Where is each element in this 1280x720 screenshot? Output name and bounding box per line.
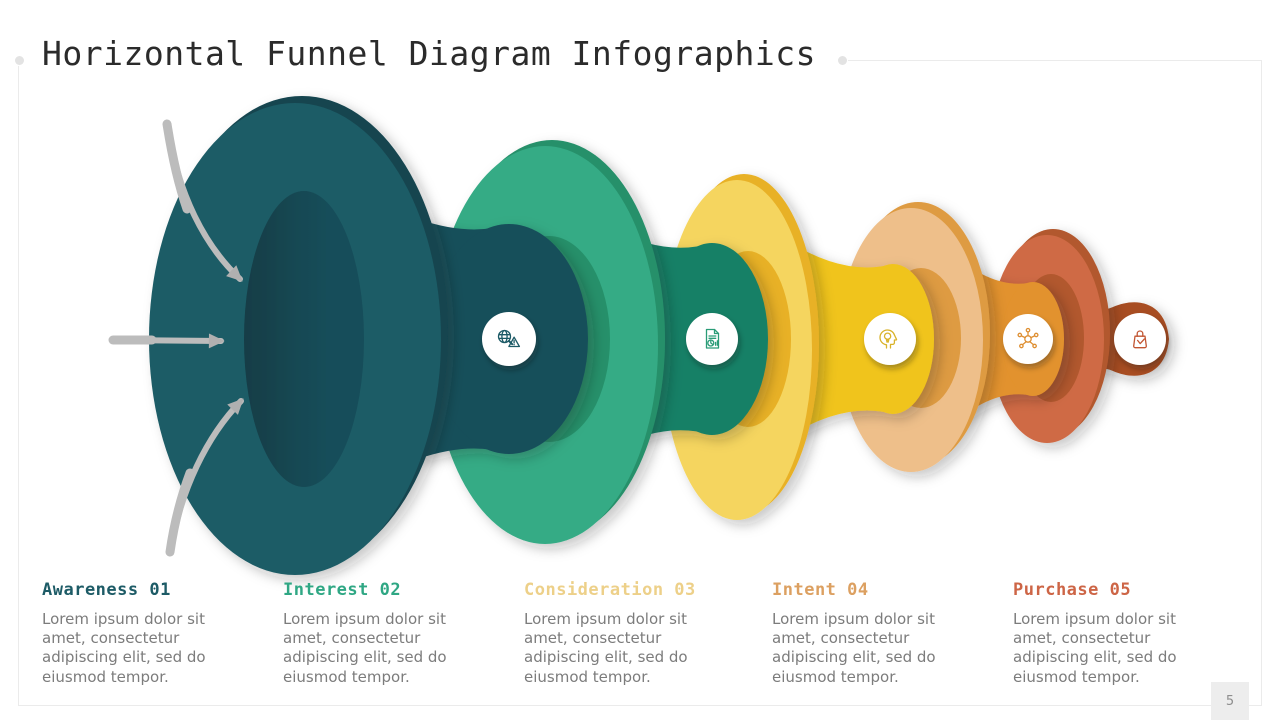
idea-head-icon	[879, 329, 898, 349]
mouth-opening	[244, 191, 364, 487]
frame-line-bottom	[18, 705, 1262, 706]
icon-badge-consideration	[864, 313, 916, 365]
frame-line-right	[1261, 60, 1262, 706]
page-number-value: 5	[1225, 693, 1235, 709]
stage-title: Intent 04	[772, 580, 869, 600]
frame-line-left	[18, 66, 19, 706]
stage-column-purchase: Purchase 05 Lorem ipsum dolor sit amet, …	[1013, 580, 1218, 687]
ring-hole	[488, 236, 610, 442]
funnel-ring-purchase	[990, 229, 1110, 443]
ring-rim	[669, 174, 819, 514]
stage-title: Interest 02	[283, 580, 402, 600]
inflow-arrow-middle	[110, 333, 225, 349]
stage-description: Lorem ipsum dolor sit amet, consectetur …	[772, 610, 936, 686]
funnel-neck-interest	[598, 221, 768, 457]
funnel-ring-intent	[839, 202, 990, 472]
search-alert-icon	[497, 329, 521, 348]
mouth-rim	[156, 96, 448, 568]
neck-shape	[788, 241, 893, 437]
ring-rim	[846, 202, 990, 466]
mouth-shading	[244, 191, 364, 487]
icon-badge-awareness	[482, 312, 536, 366]
frame-line-top-right	[848, 60, 1261, 61]
page-title: Horizontal Funnel Diagram Infographics	[42, 34, 816, 73]
icon-badge-interest	[686, 313, 738, 365]
ring-face	[662, 180, 812, 520]
stage-description: Lorem ipsum dolor sit amet, consectetur …	[283, 610, 447, 686]
mouth-face	[149, 103, 441, 575]
stage-column-intent: Intent 04 Lorem ipsum dolor sit amet, co…	[772, 580, 977, 687]
inflow-arrow-bottom-tail	[165, 468, 195, 557]
funnel-neck-awareness	[418, 219, 588, 459]
neck-bell	[656, 243, 768, 435]
frame-dot-right	[838, 56, 847, 65]
funnel-neck-consideration	[788, 241, 934, 437]
funnel-ring-interest	[432, 140, 665, 544]
tail-shape	[1045, 293, 1169, 385]
inflow-arrow-top-tail	[162, 119, 192, 214]
stage-column-awareness: Awareness 01 Lorem ipsum dolor sit amet,…	[42, 580, 247, 687]
neck-shape	[952, 253, 1033, 425]
neck-bell	[430, 224, 588, 454]
icon-badge-intent	[1003, 314, 1053, 364]
stage-description: Lorem ipsum dolor sit amet, consectetur …	[1013, 610, 1177, 686]
shopping-bag-check-icon	[1133, 330, 1147, 349]
ring-hole	[881, 268, 961, 408]
icon-circle	[482, 312, 536, 366]
neck-shape	[418, 219, 509, 459]
stage-title: Consideration 03	[524, 580, 696, 600]
icon-badge-purchase	[1114, 313, 1166, 365]
frame-dot-left	[15, 56, 24, 65]
icon-circle	[1114, 313, 1166, 365]
ring-face	[990, 235, 1104, 443]
network-nodes-icon	[1017, 327, 1039, 349]
icon-circle	[1003, 314, 1053, 364]
ring-rim	[996, 229, 1110, 437]
ring-face	[839, 208, 983, 472]
neck-bell	[852, 264, 934, 414]
inflow-arrow-top	[164, 121, 243, 282]
icon-circle	[686, 313, 738, 365]
ring-hole	[705, 251, 791, 427]
neck-bell	[1002, 282, 1064, 396]
funnel-ring-consideration	[662, 174, 819, 520]
funnel-mouth-awareness	[149, 96, 448, 575]
inflow-arrow-bottom	[167, 398, 244, 555]
report-chart-icon	[705, 328, 720, 349]
stage-description: Lorem ipsum dolor sit amet, consectetur …	[524, 610, 688, 686]
stage-column-interest: Interest 02 Lorem ipsum dolor sit amet, …	[283, 580, 488, 687]
ring-face	[432, 146, 658, 544]
stage-description: Lorem ipsum dolor sit amet, consectetur …	[42, 610, 206, 686]
ring-rim	[439, 140, 665, 538]
stage-title: Awareness 01	[42, 580, 171, 600]
stage-title: Purchase 05	[1013, 580, 1132, 600]
funnel-tail-purchase	[1045, 293, 1169, 385]
stage-column-consideration: Consideration 03 Lorem ipsum dolor sit a…	[524, 580, 729, 687]
page-number: 5	[1211, 682, 1249, 720]
neck-shape	[598, 221, 712, 457]
icon-circle	[864, 313, 916, 365]
funnel-neck-intent	[952, 253, 1064, 425]
inflow-arrows	[108, 119, 244, 557]
ring-hole	[1018, 274, 1084, 402]
